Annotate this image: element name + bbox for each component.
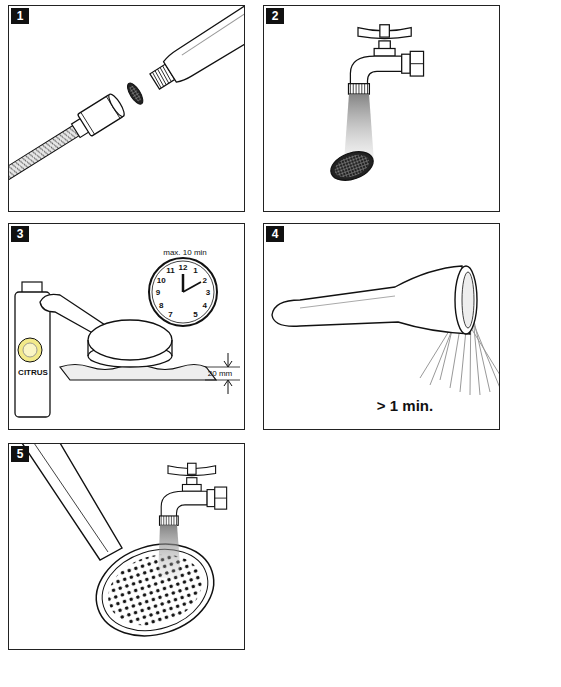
descaling-soak-part [205,367,240,380]
step-number: 3 [11,226,29,242]
shower-rinse-part-part [472,320,500,388]
hose-filter-assembly-part-part [125,81,146,107]
descaling-soak-part [88,320,172,360]
descaling-soak-part [183,282,201,292]
faucet-rinse-head-part [92,536,219,644]
clock-numeral: 9 [156,288,160,297]
clock-numeral: 2 [202,275,206,284]
dimension: 20 mm [208,369,232,378]
faucet-rinse-head-part [84,530,225,650]
clock-numeral: 4 [202,300,206,309]
shower-rinse [272,266,500,395]
step-number: 2 [266,8,284,24]
descaling-soak-part [224,353,232,367]
descaling-soak-part [224,380,232,394]
bottle-label: CITRUS [18,368,48,377]
shower-rinse-part [455,266,477,334]
clock-numeral: 12 [179,263,188,272]
hose-filter-assembly-part-part [181,7,245,55]
faucet-rinse-head-part [99,543,211,637]
faucet-rinse-filter-part [332,150,373,181]
descaling-soak-part [152,261,214,323]
step-panel: 5 [8,443,245,650]
time-note: max. 10 min [163,248,207,257]
faucet-rinse-head-part [22,443,122,560]
descaling-soak-part [23,343,37,357]
hose-filter-assembly-part-part [8,123,83,198]
shower-rinse-part [462,272,474,328]
clock-numeral: 5 [193,309,197,318]
hose-filter-assembly-part-part [161,5,245,86]
hose-filter-assembly-part-part [106,92,127,118]
faucet-rinse-filter-part [349,25,424,94]
hose-filter-assembly-part [8,5,245,207]
clock-numeral: 11 [166,266,174,275]
faucet-rinse-head-part [34,443,108,552]
step-number: 1 [11,8,29,24]
descaling-soak-part [149,258,217,326]
duration-note: > 1 min. [377,397,433,414]
hose-filter-assembly-part-part [127,84,142,103]
shower-rinse-part-part [471,328,500,375]
hose-filter-assembly [8,5,245,207]
shower-rinse-part-part [472,312,490,392]
clock-numeral: 8 [159,300,163,309]
step-panel: 3 [8,223,245,430]
clock-numeral: 10 [157,275,166,284]
descaling-soak-part [18,338,42,362]
faucet-rinse-filter-part [327,146,377,185]
clock-numeral: 7 [168,309,172,318]
faucet-rinse-filter [327,25,424,186]
faucet-rinse-head-part [160,463,227,525]
descaling-soak-part [88,340,172,356]
step-panel: 1 [8,5,245,212]
step-number: 4 [266,226,284,242]
step-number: 5 [11,446,29,462]
descaling-soak-part [15,292,50,417]
clock-numeral: 1 [193,266,197,275]
faucet-rinse-head [22,443,227,650]
shower-rinse-part [272,266,470,334]
descaling-soak [15,258,240,417]
faucet-rinse-head-part [158,525,181,578]
step-panel: 2 [263,5,500,212]
shower-rinse-part [300,296,395,308]
descaling-soak-part [182,274,185,292]
clock-numeral: 3 [206,288,210,297]
